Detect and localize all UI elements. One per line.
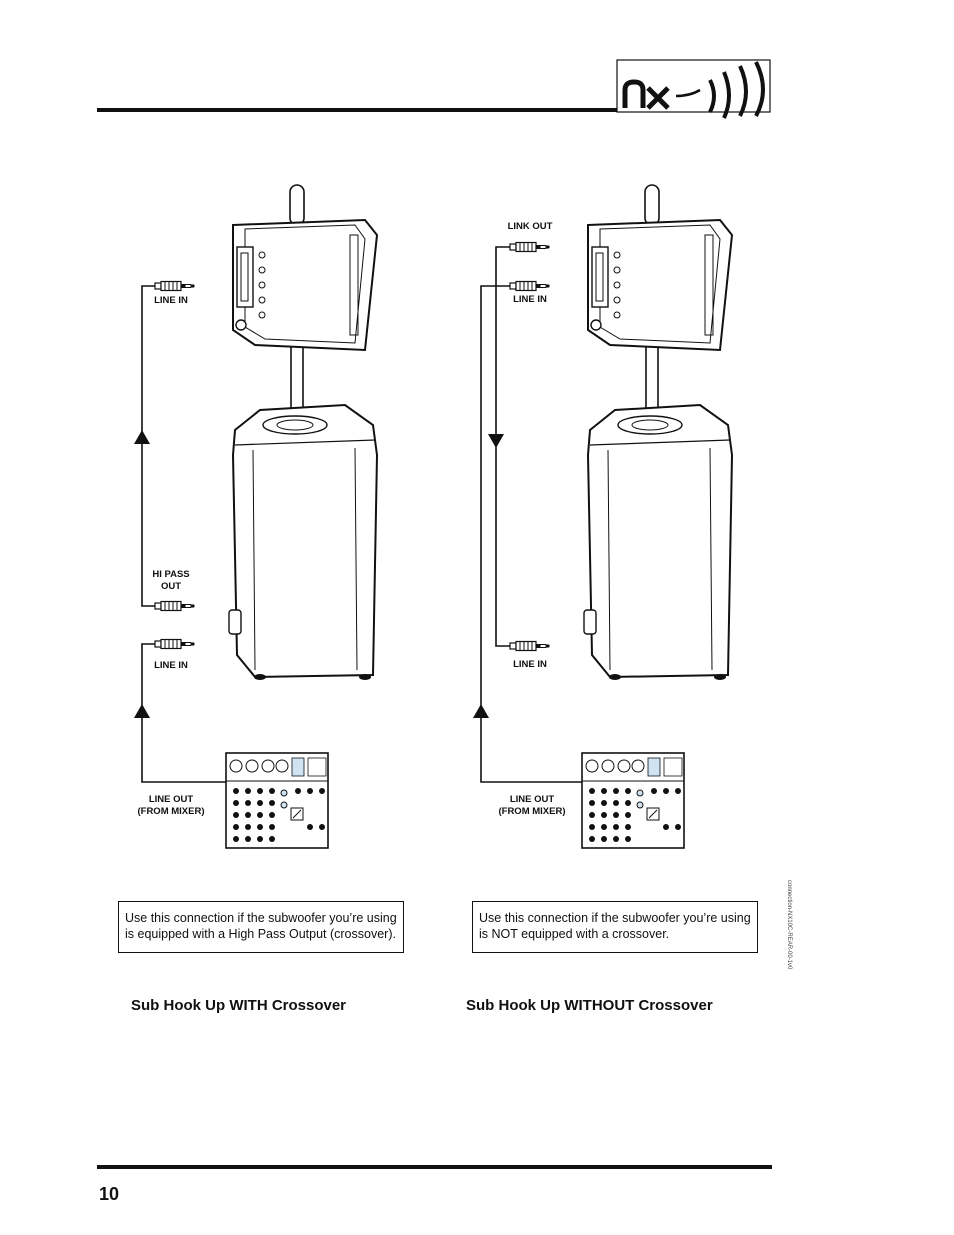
left-note: Use this connection if the subwoofer you… bbox=[118, 901, 404, 953]
right-cables bbox=[480, 246, 582, 783]
label-hi-pass: HI PASS bbox=[152, 569, 190, 580]
nx-logo bbox=[616, 59, 771, 119]
left-caption: Sub Hook Up WITH Crossover bbox=[131, 997, 347, 1014]
left-jack-line-in-bottom bbox=[154, 638, 196, 650]
right-jack-line-in-bottom bbox=[509, 640, 551, 652]
right-mixer bbox=[581, 752, 685, 849]
right-arrow-up bbox=[473, 704, 489, 718]
file-code: connection-NX10C-REAR-00-1v0 bbox=[786, 880, 792, 970]
left-speaker-stack bbox=[228, 184, 378, 681]
label-hi-pass-out: OUT bbox=[160, 581, 182, 592]
left-jack-hi-pass-out bbox=[154, 600, 196, 612]
label-from-mixer: (FROM MIXER) bbox=[137, 806, 205, 817]
label-line-in-bottom: LINE IN bbox=[154, 660, 188, 671]
right-speaker-stack bbox=[583, 184, 733, 681]
left-mixer bbox=[225, 752, 329, 849]
right-arrow-down bbox=[488, 434, 504, 448]
left-jack-line-in-top bbox=[154, 280, 196, 292]
label-right-line-out: LINE OUT bbox=[509, 794, 555, 805]
label-line-in-top: LINE IN bbox=[154, 295, 188, 306]
header-rule bbox=[97, 108, 617, 112]
right-jack-link-out bbox=[509, 241, 551, 253]
footer-rule bbox=[97, 1165, 772, 1169]
label-right-from-mixer: (FROM MIXER) bbox=[498, 806, 566, 817]
left-arrow-up-2 bbox=[134, 704, 150, 718]
left-arrow-up-1 bbox=[134, 430, 150, 444]
left-cables bbox=[141, 285, 226, 783]
label-line-out: LINE OUT bbox=[148, 794, 194, 805]
right-jack-line-in-top bbox=[509, 280, 551, 292]
label-right-line-in-top: LINE IN bbox=[513, 294, 547, 305]
right-note: Use this connection if the subwoofer you… bbox=[472, 901, 758, 953]
page-number: 10 bbox=[99, 1184, 120, 1204]
label-link-out: LINK OUT bbox=[507, 221, 553, 232]
label-right-line-in-bottom: LINE IN bbox=[513, 659, 547, 670]
right-caption: Sub Hook Up WITHOUT Crossover bbox=[466, 997, 713, 1014]
